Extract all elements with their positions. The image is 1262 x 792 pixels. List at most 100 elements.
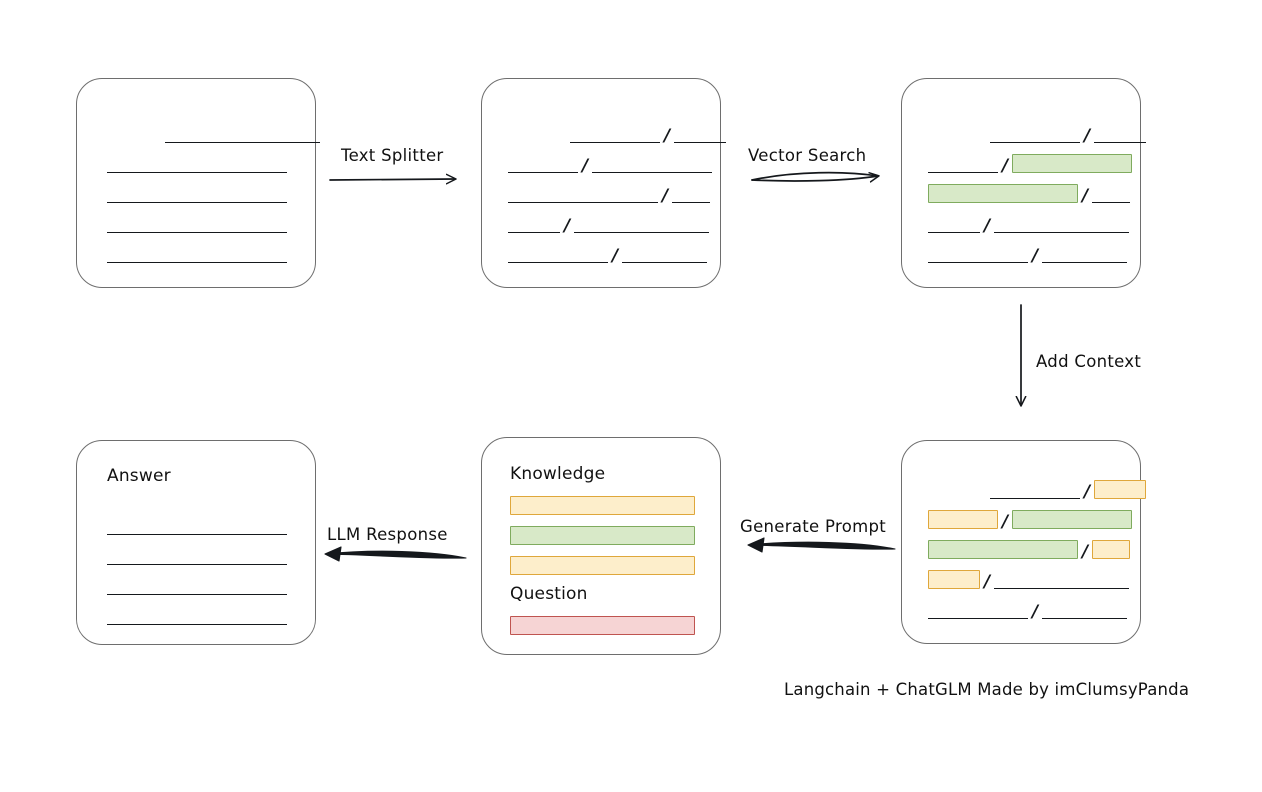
slash-separator: / xyxy=(1084,126,1091,146)
text-line-segment xyxy=(508,247,608,263)
knowledge-bars xyxy=(482,438,720,654)
source-document-rows xyxy=(77,79,320,287)
slash-separator: / xyxy=(1082,186,1089,206)
card-generated-prompt[interactable]: Knowledge Question xyxy=(481,437,721,655)
text-line-segment xyxy=(990,127,1080,143)
text-row: / xyxy=(928,507,1133,532)
slash-separator: / xyxy=(984,572,991,592)
text-line-segment xyxy=(928,157,998,173)
arrow-text-splitter xyxy=(329,179,455,180)
answer-rows xyxy=(77,441,315,644)
card-source-document[interactable] xyxy=(76,78,320,288)
text-line-segment xyxy=(570,127,660,143)
text-line-segment xyxy=(994,573,1130,589)
slash-separator: / xyxy=(662,186,669,206)
text-row: / xyxy=(928,597,1128,622)
text-line-segment xyxy=(1042,247,1128,263)
slash-separator: / xyxy=(984,216,991,236)
slash-separator: / xyxy=(1032,602,1039,622)
text-row: / xyxy=(928,181,1131,206)
text-row xyxy=(107,121,320,143)
highlight-chip-green xyxy=(1012,510,1133,529)
highlight-chip-yellow xyxy=(1094,480,1147,499)
slash-separator: / xyxy=(1082,542,1089,562)
text-line-segment xyxy=(674,127,727,143)
slash-separator: / xyxy=(1002,156,1009,176)
prompt-bar-green xyxy=(510,526,695,545)
text-row: / xyxy=(508,211,710,236)
slash-separator: / xyxy=(1002,512,1009,532)
text-line-segment xyxy=(107,217,287,233)
arrow-vector-search xyxy=(751,171,878,181)
arrow-label-llm-response: LLM Response xyxy=(327,525,448,544)
slash-separator: / xyxy=(564,216,571,236)
arrow-label-generate-prompt: Generate Prompt xyxy=(740,517,886,536)
text-line-segment xyxy=(928,217,980,233)
text-line-segment xyxy=(622,247,708,263)
card-vector-search-results[interactable]: / / / / / xyxy=(901,78,1147,288)
slash-separator: / xyxy=(582,156,589,176)
text-line-segment xyxy=(994,217,1130,233)
text-row: / xyxy=(508,121,727,145)
text-line-segment xyxy=(107,187,287,203)
prompt-bar-red xyxy=(510,616,695,635)
slash-separator: / xyxy=(1084,482,1091,502)
text-line-segment xyxy=(107,519,287,535)
question-bars xyxy=(482,438,720,654)
text-line-segment xyxy=(1042,603,1128,619)
text-row xyxy=(107,573,287,595)
text-row xyxy=(107,151,287,173)
text-row: / xyxy=(928,151,1133,176)
highlight-chip-green xyxy=(928,540,1078,559)
text-line-segment xyxy=(592,157,713,173)
highlight-chip-yellow xyxy=(1092,540,1131,559)
arrow-llm-response xyxy=(324,546,467,562)
text-line-segment xyxy=(165,127,320,143)
arrow-label-add-context: Add Context xyxy=(1036,352,1142,371)
text-row: / xyxy=(508,181,711,206)
card-answer[interactable]: Answer xyxy=(76,440,316,645)
text-row xyxy=(107,603,287,625)
text-row: / xyxy=(508,241,708,266)
arrow-label-text-splitter: Text Splitter xyxy=(341,146,444,165)
highlight-chip-green xyxy=(1012,154,1133,173)
text-row xyxy=(107,181,287,203)
text-line-segment xyxy=(107,549,287,565)
context-added-rows: / / / / / xyxy=(902,441,1147,643)
text-line-segment xyxy=(508,217,560,233)
text-row: / xyxy=(928,211,1130,236)
card-split-chunks[interactable]: / / / / / xyxy=(481,78,727,288)
text-line-segment xyxy=(107,609,287,625)
text-line-segment xyxy=(508,157,578,173)
text-line-segment xyxy=(574,217,710,233)
prompt-bar-yellow xyxy=(510,556,695,575)
text-line-segment xyxy=(928,247,1028,263)
text-row xyxy=(107,513,287,535)
text-row: / xyxy=(928,121,1147,146)
text-row: / xyxy=(508,151,713,176)
text-row: / xyxy=(928,537,1131,562)
arrow-label-vector-search: Vector Search xyxy=(748,146,867,165)
highlight-chip-yellow xyxy=(928,510,998,529)
text-row xyxy=(107,543,287,565)
answer-label: Answer xyxy=(107,466,171,486)
highlight-chip-yellow xyxy=(928,570,980,589)
text-row xyxy=(107,241,287,263)
split-chunks-rows: / / / / / xyxy=(482,79,727,287)
text-line-segment xyxy=(990,483,1080,499)
card-context-added[interactable]: / / / / / xyxy=(901,440,1147,644)
text-line-segment xyxy=(1094,127,1147,143)
text-line-segment xyxy=(107,157,287,173)
text-row: / xyxy=(928,567,1130,592)
footer-credit: Langchain + ChatGLM Made by imClumsyPand… xyxy=(784,680,1190,699)
text-line-segment xyxy=(107,579,287,595)
vector-search-results-rows: / / / / / xyxy=(902,79,1147,287)
prompt-bar-yellow xyxy=(510,496,695,515)
slash-separator: / xyxy=(612,246,619,266)
text-line-segment xyxy=(672,187,711,203)
text-line-segment xyxy=(107,247,287,263)
slash-separator: / xyxy=(1032,246,1039,266)
text-line-segment xyxy=(1092,187,1131,203)
